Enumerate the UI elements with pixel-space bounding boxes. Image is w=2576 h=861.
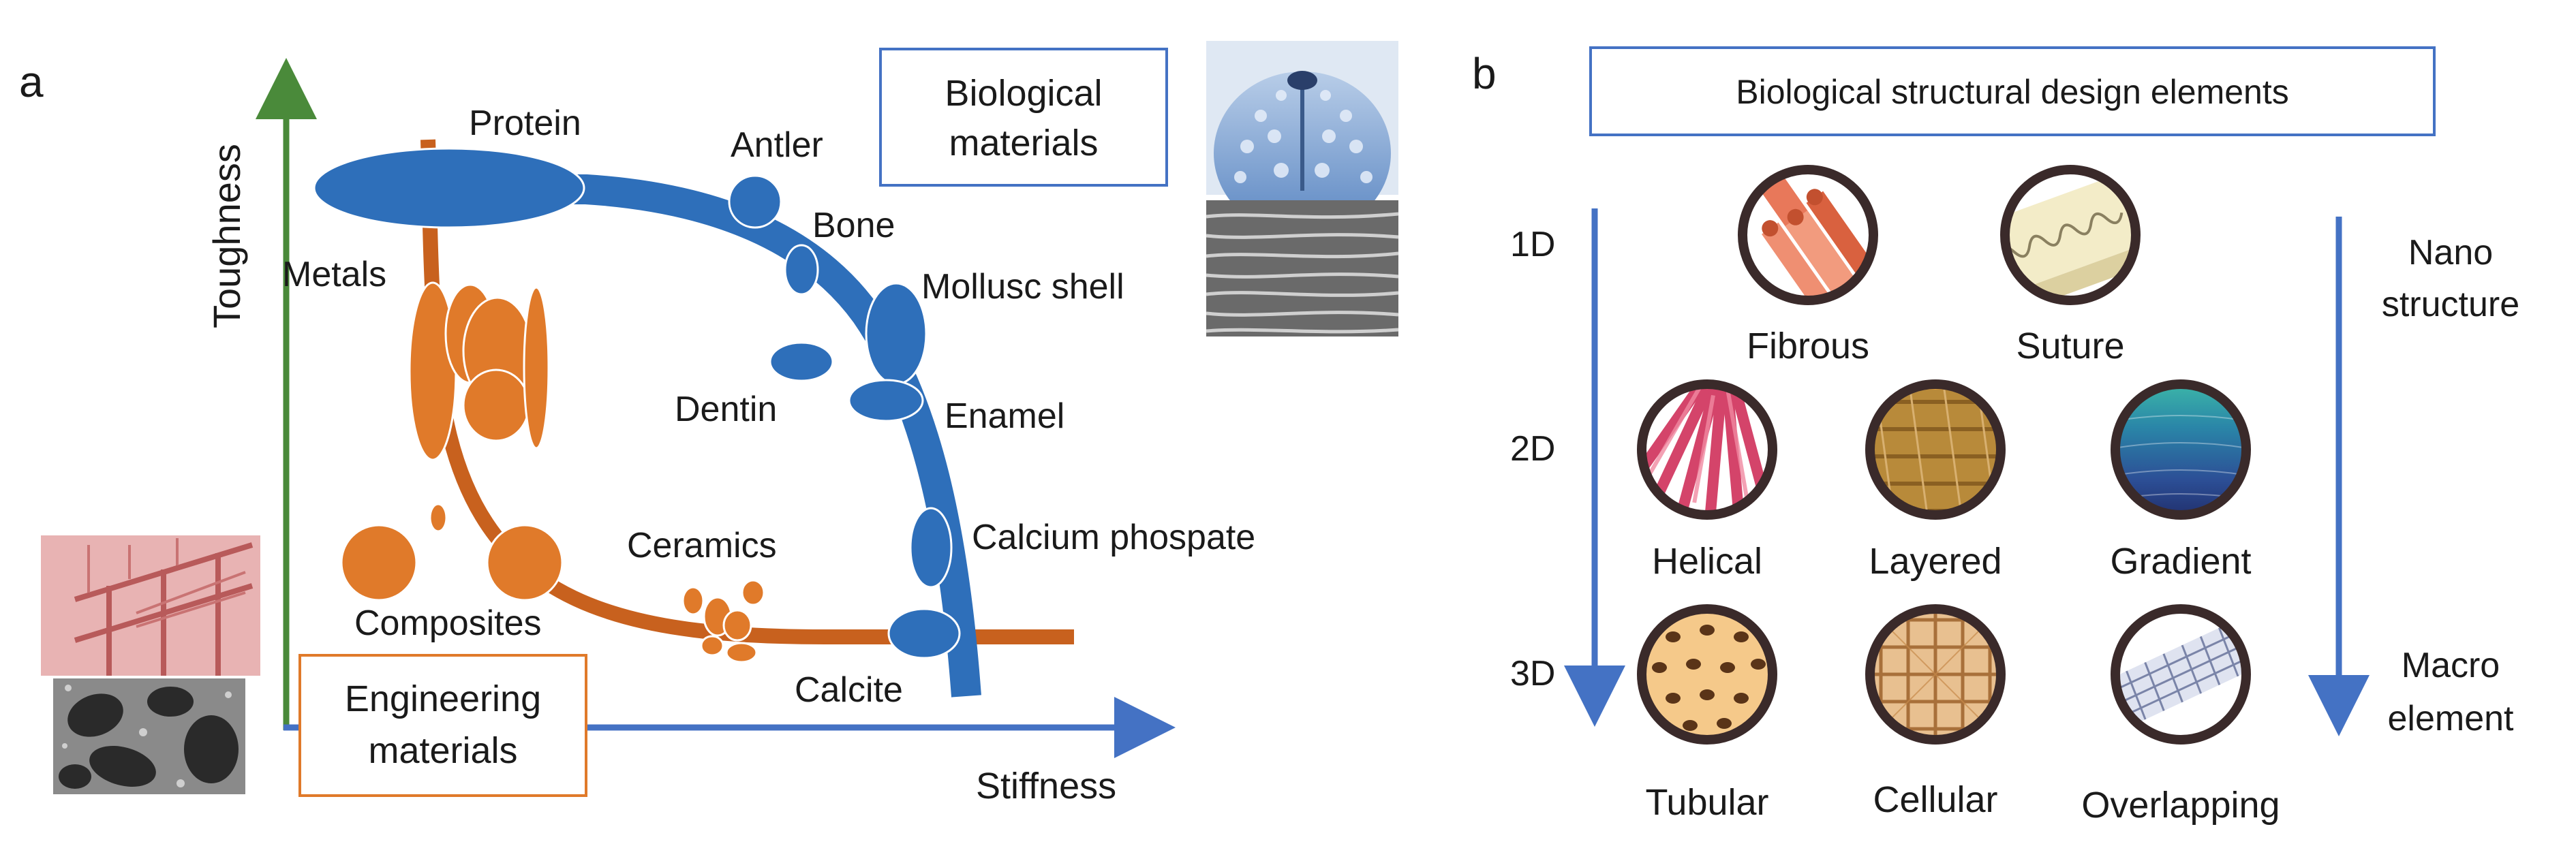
- micrograph-image: [53, 678, 245, 794]
- ceramic-blob: [722, 609, 752, 642]
- protein-blob: [313, 147, 585, 229]
- tubular-icon: [1642, 609, 1773, 740]
- label-cellular: Cellular: [1873, 779, 1997, 820]
- biological-blobs: [313, 147, 961, 659]
- element-suture: [2000, 165, 2141, 305]
- label-dentin: Dentin: [675, 390, 777, 429]
- calcium-blob: [909, 507, 953, 589]
- enamel-blob: [848, 379, 924, 422]
- engineering-blobs: [340, 281, 765, 663]
- label-calcium: Calcium phospate: [972, 518, 1255, 557]
- x-axis-label: Stiffness: [976, 766, 1116, 807]
- bio-box-line2: materials: [949, 123, 1098, 163]
- panel-b-title: Biological structural design elements: [1736, 73, 2289, 111]
- label-fibrous: Fibrous: [1747, 326, 1869, 366]
- ceramic-blob: [700, 635, 724, 657]
- dim-3d: 3D: [1510, 654, 1555, 693]
- panel-a-letter: a: [19, 57, 44, 106]
- nacre-image: [1206, 200, 1399, 336]
- eng-box-line1: Engineering: [345, 678, 541, 719]
- biological-materials-box: [879, 48, 1168, 187]
- element-cellular: [1865, 604, 2006, 745]
- ceramic-blob: [725, 642, 758, 663]
- label-gradient: Gradient: [2110, 541, 2251, 582]
- mollusc-blob: [865, 282, 927, 386]
- material-labels: Protein Antler Bone Mollusc shell Metals…: [282, 104, 1255, 710]
- bio-box-line1: Biological: [945, 73, 1102, 114]
- ceramic-blob: [741, 579, 765, 606]
- y-axis-label: Toughness: [205, 144, 248, 328]
- calcite-blob: [887, 608, 961, 659]
- engineering-materials-box: [298, 654, 587, 797]
- title-box: [1589, 46, 2436, 136]
- composite-blob: [340, 524, 418, 601]
- metals-blob: [462, 369, 530, 442]
- panel-b: b Biological structural design elements …: [1472, 46, 2519, 826]
- dim-1d: 1D: [1510, 225, 1555, 264]
- label-composites: Composites: [354, 604, 542, 643]
- element-helical: [1637, 379, 1777, 520]
- macro-line2: element: [2388, 699, 2515, 738]
- label-helical: Helical: [1652, 541, 1762, 582]
- label-mollusc: Mollusc shell: [921, 267, 1124, 307]
- element-fibrous: [1738, 165, 1878, 305]
- element-overlapping: [2111, 604, 2251, 745]
- bridge-image: [41, 535, 260, 676]
- panel-b-letter: b: [1472, 49, 1497, 98]
- element-gradient: [2111, 379, 2251, 520]
- label-ceramics: Ceramics: [627, 526, 777, 565]
- label-metals: Metals: [282, 255, 386, 294]
- antler-blob: [728, 174, 782, 229]
- element-tubular: [1637, 604, 1777, 745]
- element-layered: [1865, 379, 2006, 520]
- gradient-icon: [2115, 384, 2246, 515]
- dentin-blob: [769, 341, 834, 382]
- engineering-curve: [420, 139, 1074, 644]
- cellular-icon: [1870, 609, 2001, 740]
- label-tubular: Tubular: [1645, 782, 1768, 823]
- label-calcite: Calcite: [795, 670, 903, 710]
- eng-box-line2: materials: [368, 730, 517, 771]
- panel-a: a Toughness Stiffness: [19, 41, 1399, 807]
- overlapping-icon: [2115, 609, 2246, 740]
- layered-icon: [1870, 384, 2001, 515]
- label-antler: Antler: [731, 125, 823, 165]
- label-overlapping: Overlapping: [2081, 785, 2280, 826]
- macro-line1: Macro: [2402, 646, 2500, 685]
- sea-urchin-image: [1206, 41, 1398, 235]
- helical-icon: [1642, 384, 1770, 512]
- metals-blob: [523, 286, 550, 450]
- label-layered: Layered: [1869, 541, 2002, 582]
- dim-2d: 2D: [1510, 429, 1555, 469]
- label-enamel: Enamel: [945, 396, 1064, 436]
- label-protein: Protein: [469, 104, 581, 143]
- composite-blob: [429, 503, 448, 533]
- label-bone: Bone: [812, 206, 895, 245]
- nano-line2: structure: [2382, 285, 2519, 324]
- ceramic-blob: [681, 586, 705, 616]
- composite-blob: [486, 524, 564, 601]
- bone-blob: [784, 244, 819, 296]
- nano-line1: Nano: [2408, 233, 2493, 272]
- label-suture: Suture: [2016, 326, 2124, 366]
